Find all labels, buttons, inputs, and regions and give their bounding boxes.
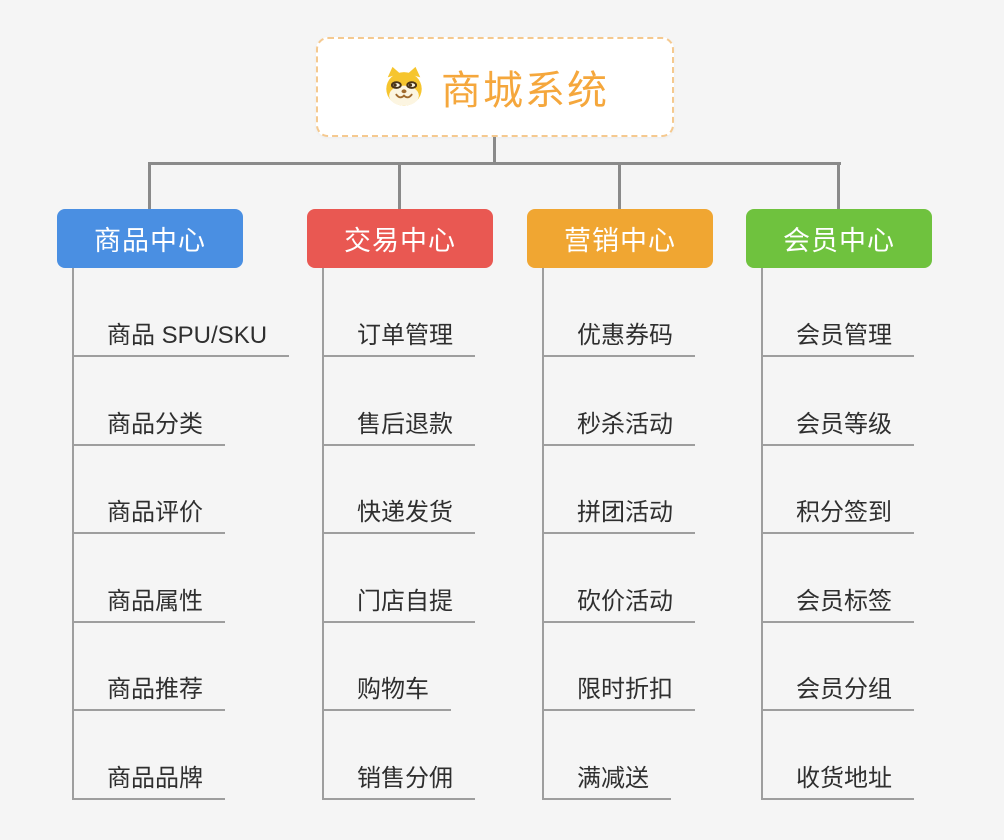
leaf-node-label: 会员标签 xyxy=(796,587,892,615)
leaf-node[interactable]: 秒杀活动 xyxy=(543,402,695,446)
branch-node-label: 营销中心 xyxy=(564,226,676,256)
branch-node-label: 交易中心 xyxy=(344,226,456,256)
leaf-node-label: 限时折扣 xyxy=(577,676,673,704)
connector-branch-drop xyxy=(148,162,151,209)
leaf-node-label: 订单管理 xyxy=(357,322,453,349)
branch-column: 交易中心 订单管理售后退款快递发货门店自提购物车销售分佣 xyxy=(307,162,557,809)
leaf-node[interactable]: 订单管理 xyxy=(323,313,475,357)
leaf-node[interactable]: 购物车 xyxy=(323,667,451,712)
leaf-node[interactable]: 快递发货 xyxy=(323,490,475,535)
leaf-node-label: 售后退款 xyxy=(357,410,453,438)
leaf-node[interactable]: 商品推荐 xyxy=(73,667,225,712)
leaf-node[interactable]: 会员标签 xyxy=(762,579,914,623)
leaf-node-label: 满减送 xyxy=(577,765,649,792)
leaf-node-label: 商品评价 xyxy=(107,499,203,527)
branch-column: 营销中心 优惠券码秒杀活动拼团活动砍价活动限时折扣满减送 xyxy=(527,162,777,809)
leaf-node[interactable]: 商品分类 xyxy=(73,402,225,446)
branch-node-label: 商品中心 xyxy=(94,226,206,256)
leaf-node[interactable]: 会员分组 xyxy=(762,667,914,712)
connector-root-stub xyxy=(493,137,496,163)
leaf-node[interactable]: 积分签到 xyxy=(762,490,914,535)
leaf-node[interactable]: 售后退款 xyxy=(323,402,475,446)
connector-horizontal-line xyxy=(148,162,841,165)
root-node[interactable]: 商城系统 xyxy=(316,37,674,137)
leaf-node[interactable]: 商品属性 xyxy=(73,579,225,623)
leaf-node[interactable]: 商品 SPU/SKU xyxy=(73,313,290,357)
branch-node[interactable]: 会员中心 xyxy=(746,209,932,268)
leaf-node[interactable]: 满减送 xyxy=(543,756,671,800)
leaf-node-label: 商品属性 xyxy=(107,587,203,615)
leaf-node-label: 砍价活动 xyxy=(577,587,673,615)
leaf-node[interactable]: 门店自提 xyxy=(323,579,475,623)
leaf-node-label: 商品 SPU/SKU xyxy=(107,322,268,349)
leaf-node-label: 会员分组 xyxy=(796,676,892,704)
leaf-node-label: 秒杀活动 xyxy=(577,410,673,438)
leaf-node-label: 会员等级 xyxy=(796,410,892,438)
leaf-node-label: 商品品牌 xyxy=(107,765,203,792)
leaf-node-label: 购物车 xyxy=(357,676,429,704)
leaf-node[interactable]: 优惠券码 xyxy=(543,313,695,357)
root-node-title: 商城系统 xyxy=(441,69,609,113)
branch-node[interactable]: 营销中心 xyxy=(527,209,713,268)
connector-branch-drop xyxy=(837,162,840,209)
shiba-dog-icon xyxy=(386,66,422,106)
leaf-node-label: 积分签到 xyxy=(796,499,892,527)
leaf-node-label: 商品推荐 xyxy=(107,676,203,704)
leaf-node[interactable]: 砍价活动 xyxy=(543,579,695,623)
leaf-node-label: 拼团活动 xyxy=(577,499,673,527)
leaf-node-label: 收货地址 xyxy=(796,765,892,792)
leaf-node[interactable]: 商品评价 xyxy=(73,490,225,535)
leaf-node[interactable]: 限时折扣 xyxy=(543,667,695,712)
leaf-node-label: 快递发货 xyxy=(357,499,453,527)
connector-branch-drop xyxy=(618,162,621,209)
leaf-node[interactable]: 收货地址 xyxy=(762,756,914,800)
leaf-node[interactable]: 拼团活动 xyxy=(543,490,695,535)
connector-branch-drop xyxy=(398,162,401,209)
leaf-node-label: 优惠券码 xyxy=(577,322,673,349)
branch-node[interactable]: 商品中心 xyxy=(57,209,243,268)
leaf-node[interactable]: 商品品牌 xyxy=(73,756,225,800)
leaf-node[interactable]: 会员管理 xyxy=(762,313,914,357)
leaf-node[interactable]: 销售分佣 xyxy=(323,756,475,800)
branch-node-label: 会员中心 xyxy=(783,226,895,256)
leaf-node-label: 销售分佣 xyxy=(357,765,453,792)
leaf-node-label: 门店自提 xyxy=(357,587,453,615)
leaf-node-label: 商品分类 xyxy=(107,410,203,438)
branch-column: 会员中心 会员管理会员等级积分签到会员标签会员分组收货地址 xyxy=(746,162,996,809)
leaf-node-label: 会员管理 xyxy=(796,322,892,349)
branch-node[interactable]: 交易中心 xyxy=(307,209,493,268)
branch-column: 商品中心 商品 SPU/SKU 商品分类商品评价商品属性商品推荐商品品牌 xyxy=(57,162,307,809)
leaf-node[interactable]: 会员等级 xyxy=(762,402,914,446)
